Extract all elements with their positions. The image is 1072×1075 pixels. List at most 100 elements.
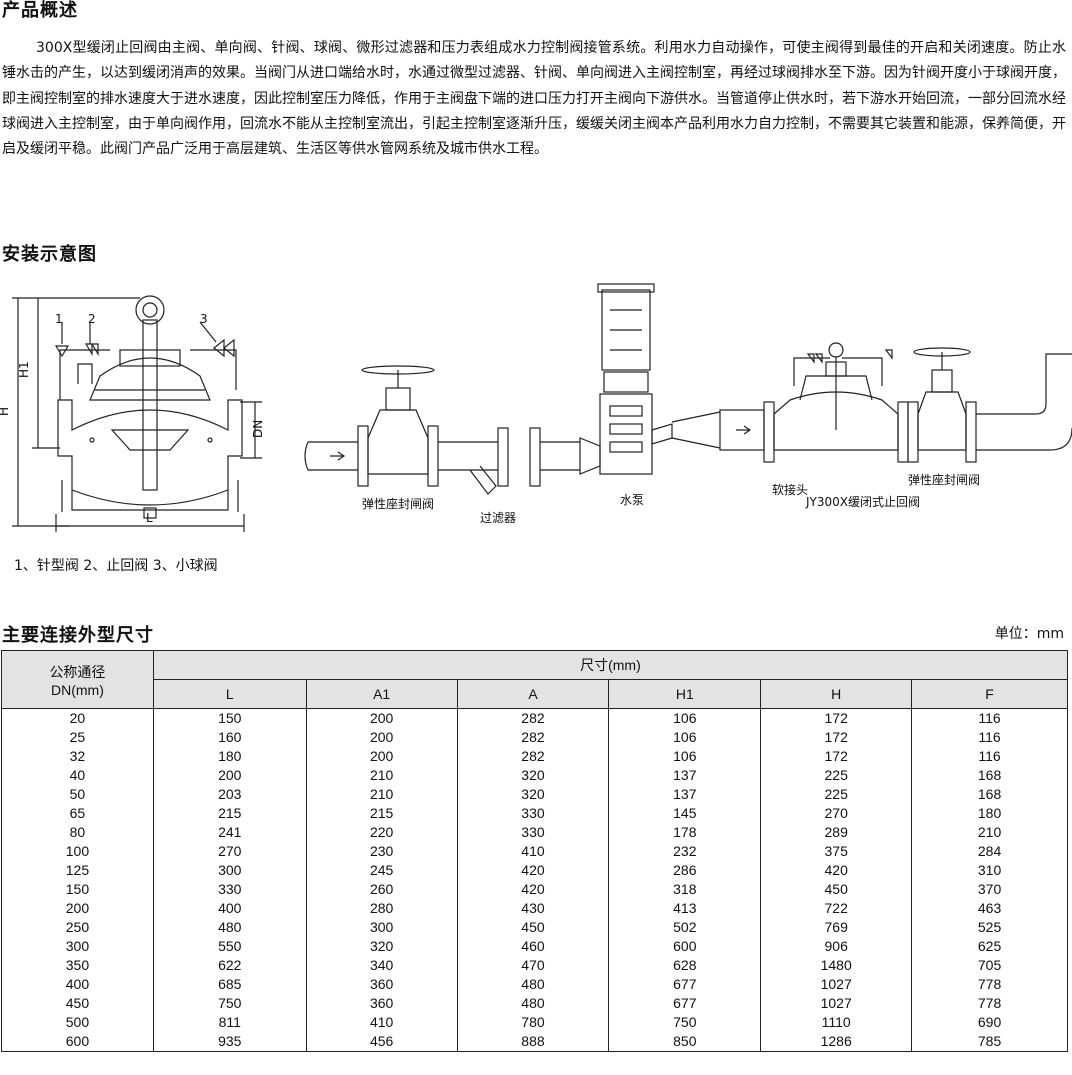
size-group-header: 尺寸(mm) [152, 650, 1069, 680]
dimension-cell: 203 [152, 785, 307, 804]
dimension-cell: 215 [305, 804, 458, 823]
dimension-cell: 106 [608, 708, 762, 728]
dimension-cell: 785 [911, 1032, 1068, 1052]
valve-section-drawing [12, 295, 262, 532]
dn-cell: 50 [1, 785, 154, 804]
dimension-cell: 137 [608, 766, 762, 785]
dimension-cell: 625 [911, 937, 1068, 956]
dn-cell: 40 [1, 766, 154, 785]
dimension-cell: 480 [456, 994, 610, 1013]
dimension-cell: 220 [305, 823, 458, 842]
dimension-cell: 260 [305, 880, 458, 899]
dimension-cell: 769 [760, 918, 913, 937]
dn-header-label: 公称通径 [49, 663, 106, 680]
caption-gate-valve-1: 弹性座封闸阀 [362, 496, 434, 511]
dn-cell: 600 [1, 1032, 154, 1052]
dimension-cell: 463 [911, 899, 1068, 918]
dimension-cell: 550 [152, 937, 307, 956]
dn-cell: 300 [1, 937, 154, 956]
dimension-cell: 480 [152, 918, 307, 937]
dimension-cell: 137 [608, 785, 762, 804]
caption-gate-valve-2: 弹性座封闸阀 [908, 472, 980, 487]
dimension-cell: 906 [760, 937, 913, 956]
dimension-cell: 320 [305, 937, 458, 956]
dimension-cell: 690 [911, 1013, 1068, 1032]
dn-cell: 80 [1, 823, 154, 842]
dimension-cell: 456 [305, 1032, 458, 1052]
dim-h1: H1 [17, 361, 31, 378]
dimension-cell: 1480 [760, 956, 913, 975]
dimension-cell: 172 [760, 708, 913, 728]
dimension-cell: 168 [911, 766, 1068, 785]
install-heading: 安装示意图 [2, 244, 97, 265]
dimension-cell: 400 [152, 899, 307, 918]
dn-cell: 32 [1, 747, 154, 766]
overview-heading: 产品概述 [2, 0, 78, 21]
dimension-cell: 286 [608, 861, 762, 880]
dimension-cell: 284 [911, 842, 1068, 861]
dimension-cell: 320 [456, 766, 610, 785]
dimension-cell: 106 [608, 747, 762, 766]
dn-cell: 100 [1, 842, 154, 861]
dn-cell: 200 [1, 899, 154, 918]
dimension-cell: 116 [911, 728, 1068, 747]
dimension-cell: 705 [911, 956, 1068, 975]
dimension-cell: 470 [456, 956, 610, 975]
dimension-cell: 280 [305, 899, 458, 918]
dimension-cell: 210 [911, 823, 1068, 842]
label-2: 2 [88, 312, 96, 326]
dimension-cell: 225 [760, 766, 913, 785]
column-header: F [911, 679, 1068, 709]
dn-cell: 500 [1, 1013, 154, 1032]
dimension-cell: 215 [152, 804, 307, 823]
dimension-cell: 230 [305, 842, 458, 861]
dimension-cell: 420 [760, 861, 913, 880]
dimension-cell: 340 [305, 956, 458, 975]
dimension-cell: 310 [911, 861, 1068, 880]
dimension-cell: 360 [305, 994, 458, 1013]
dn-cell: 450 [1, 994, 154, 1013]
dn-cell: 20 [1, 708, 154, 728]
diagram-legend: 1、针型阀 2、止回阀 3、小球阀 [14, 558, 218, 574]
dimension-cell: 270 [760, 804, 913, 823]
dimension-cell: 178 [608, 823, 762, 842]
column-header: A1 [305, 679, 458, 709]
caption-filter: 过滤器 [480, 511, 516, 525]
dim-l: L [146, 511, 153, 525]
dimension-cell: 106 [608, 728, 762, 747]
label-3: 3 [200, 312, 208, 326]
dimension-cell: 502 [608, 918, 762, 937]
dimension-cell: 750 [608, 1013, 762, 1032]
dimension-cell: 270 [152, 842, 307, 861]
dimension-cell: 460 [456, 937, 610, 956]
column-header: L [152, 679, 307, 709]
dimension-cell: 116 [911, 708, 1068, 728]
unit-note: 单位：mm [994, 626, 1064, 642]
dimension-cell: 780 [456, 1013, 610, 1032]
caption-check-valve: JY300X缓闭式止回阀 [805, 495, 920, 509]
dimension-cell: 282 [456, 728, 610, 747]
dimension-cell: 300 [305, 918, 458, 937]
dimension-cell: 420 [456, 861, 610, 880]
dn-cell: 250 [1, 918, 154, 937]
dimension-cell: 200 [305, 728, 458, 747]
dimension-cell: 811 [152, 1013, 307, 1032]
dimension-cell: 330 [456, 804, 610, 823]
dimension-cell: 160 [152, 728, 307, 747]
dimension-cell: 116 [911, 747, 1068, 766]
dimension-cell: 200 [305, 708, 458, 728]
dn-cell: 25 [1, 728, 154, 747]
dimension-cell: 677 [608, 994, 762, 1013]
dimension-cell: 1110 [760, 1013, 913, 1032]
dimension-cell: 330 [152, 880, 307, 899]
dimension-cell: 622 [152, 956, 307, 975]
dimension-cell: 172 [760, 728, 913, 747]
